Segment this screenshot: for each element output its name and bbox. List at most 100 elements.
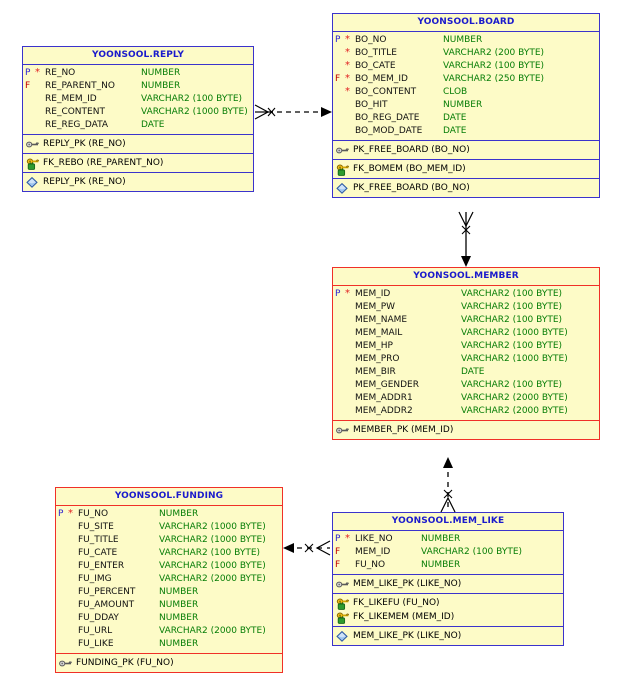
index-row[interactable]: MEM_LIKE_PK (LIKE_NO) bbox=[333, 629, 563, 643]
constraint-row[interactable]: FK_BOMEM (BO_MEM_ID) bbox=[333, 162, 599, 176]
constraint-label: MEM_LIKE_PK (LIKE_NO) bbox=[353, 630, 462, 641]
column-row[interactable]: FU_TITLE VARCHAR2 (1000 BYTE) bbox=[56, 534, 282, 547]
column-datatype: CLOB bbox=[443, 87, 468, 97]
column-name: BO_MEM_ID bbox=[355, 74, 408, 84]
column-name: MEM_ADDR2 bbox=[355, 406, 413, 416]
column-name: FU_TITLE bbox=[78, 535, 119, 545]
constraint-label: PK_FREE_BOARD (BO_NO) bbox=[353, 144, 470, 155]
column-datatype: VARCHAR2 (100 BYTE) bbox=[461, 341, 563, 351]
column-datatype: VARCHAR2 (1000 BYTE) bbox=[159, 535, 266, 545]
column-datatype: VARCHAR2 (100 BYTE) bbox=[159, 548, 261, 558]
index-diamond-icon bbox=[26, 176, 39, 188]
column-datatype: VARCHAR2 (100 BYTE) bbox=[141, 94, 243, 104]
constraint-row[interactable]: REPLY_PK (RE_NO) bbox=[23, 137, 253, 151]
constraint-label: REPLY_PK (RE_NO) bbox=[43, 176, 126, 187]
column-name: MEM_NAME bbox=[355, 315, 408, 325]
column-datatype: NUMBER bbox=[159, 587, 199, 597]
column-datatype: VARCHAR2 (100 BYTE) bbox=[421, 547, 523, 557]
index-section-reply: REPLY_PK (RE_NO) bbox=[23, 172, 253, 191]
column-name: RE_NO bbox=[45, 68, 76, 78]
constraint-row[interactable]: MEM_LIKE_PK (LIKE_NO) bbox=[333, 577, 563, 591]
column-datatype: VARCHAR2 (2000 BYTE) bbox=[159, 626, 266, 636]
fk-key-icon bbox=[26, 158, 40, 170]
column-datatype: VARCHAR2 (2000 BYTE) bbox=[159, 574, 266, 584]
pk-key-icon bbox=[336, 579, 350, 590]
constraint-row[interactable]: FK_REBO (RE_PARENT_NO) bbox=[23, 156, 253, 170]
column-name: BO_CATE bbox=[355, 61, 396, 71]
entity-title-mem-like: YOONSOOL.MEM_LIKE bbox=[333, 513, 563, 531]
column-name: RE_PARENT_NO bbox=[45, 81, 115, 91]
column-datatype: VARCHAR2 (100 BYTE) bbox=[461, 315, 563, 325]
constraint-row[interactable]: FUNDING_PK (FU_NO) bbox=[56, 656, 282, 670]
constraint-label: MEMBER_PK (MEM_ID) bbox=[353, 424, 454, 435]
column-datatype: NUMBER bbox=[421, 534, 461, 544]
column-row[interactable]: FU_PERCENT NUMBER bbox=[56, 586, 282, 599]
pk-key-icon bbox=[26, 139, 40, 150]
constraint-row[interactable]: FK_LIKEMEM (MEM_ID) bbox=[333, 610, 563, 624]
index-row[interactable]: PK_FREE_BOARD (BO_NO) bbox=[333, 181, 599, 195]
constraint-row[interactable]: MEMBER_PK (MEM_ID) bbox=[333, 423, 599, 437]
constraint-row[interactable]: FK_LIKEFU (FU_NO) bbox=[333, 596, 563, 610]
column-datatype: VARCHAR2 (100 BYTE) bbox=[461, 302, 563, 312]
column-row[interactable]: MEM_NAME VARCHAR2 (100 BYTE) bbox=[333, 314, 599, 327]
column-name: MEM_MAIL bbox=[355, 328, 403, 338]
constraint-row[interactable]: PK_FREE_BOARD (BO_NO) bbox=[333, 143, 599, 157]
relationship-board-member bbox=[458, 211, 474, 267]
column-datatype: NUMBER bbox=[159, 639, 199, 649]
column-name: RE_CONTENT bbox=[45, 107, 105, 117]
column-name: FU_SITE bbox=[78, 522, 114, 532]
column-datatype: DATE bbox=[443, 126, 467, 136]
column-name: FU_PERCENT bbox=[78, 587, 136, 597]
column-name: BO_HIT bbox=[355, 100, 388, 110]
column-name: FU_DDAY bbox=[78, 613, 119, 623]
pk-key-icon bbox=[59, 658, 73, 669]
foreign-key-marker: F bbox=[335, 74, 341, 84]
index-row[interactable]: REPLY_PK (RE_NO) bbox=[23, 175, 253, 189]
constraint-section-funding-pk: FUNDING_PK (FU_NO) bbox=[56, 653, 282, 672]
constraint-label: MEM_LIKE_PK (LIKE_NO) bbox=[353, 578, 462, 589]
column-name: BO_CONTENT bbox=[355, 87, 417, 97]
constraint-section-mem-like-fk: FK_LIKEFU (FU_NO)FK_LIKEMEM (MEM_ID) bbox=[333, 593, 563, 626]
